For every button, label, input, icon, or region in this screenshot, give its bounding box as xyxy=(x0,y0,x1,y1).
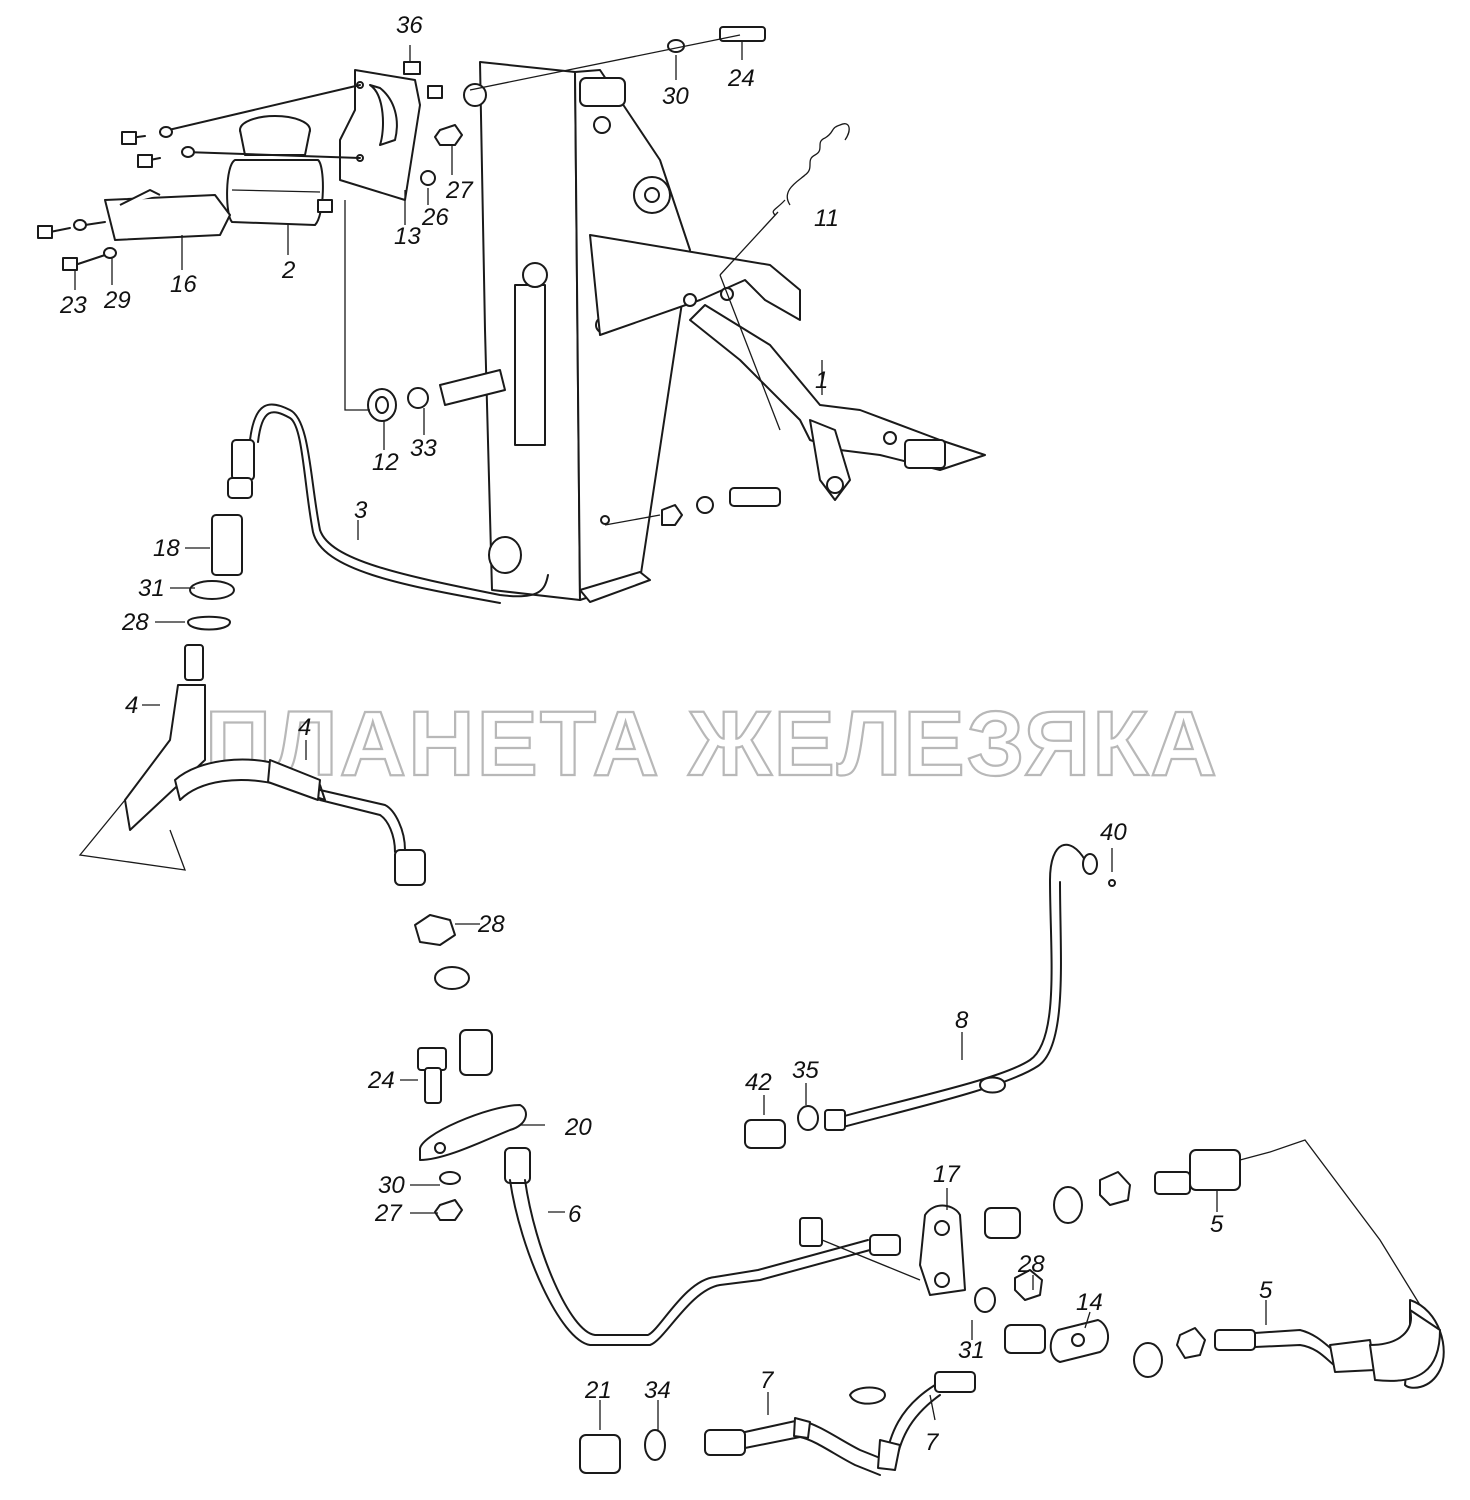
label-24-top: 24 xyxy=(727,65,755,92)
label-23: 23 xyxy=(59,292,87,319)
label-18: 18 xyxy=(153,535,180,562)
label-34: 34 xyxy=(644,1377,671,1404)
label-6: 6 xyxy=(568,1201,582,1228)
label-35: 35 xyxy=(792,1057,819,1084)
label-3: 3 xyxy=(354,497,368,524)
label-11: 11 xyxy=(814,205,839,232)
watermark: ПЛАНЕТА ЖЕЛЕЗЯКА xyxy=(205,693,1219,795)
label-30-bot: 30 xyxy=(378,1172,405,1199)
label-2: 2 xyxy=(281,257,295,284)
label-30-top: 30 xyxy=(662,83,689,110)
label-16: 16 xyxy=(170,271,197,298)
label-28-bot: 28 xyxy=(1017,1251,1045,1278)
label-28-mid: 28 xyxy=(477,911,505,938)
label-7-left: 7 xyxy=(760,1367,775,1394)
bottom-fittings xyxy=(579,1371,976,1476)
label-28-top: 28 xyxy=(121,609,149,636)
label-4-left: 4 xyxy=(125,692,138,719)
fluid-reservoir xyxy=(226,115,333,226)
fasteners-top xyxy=(403,26,766,186)
middle-fastener-stack xyxy=(414,914,527,1221)
pedal-shaft-parts xyxy=(344,200,506,422)
label-27-bot: 27 xyxy=(374,1200,403,1227)
label-7-right: 7 xyxy=(925,1429,940,1456)
label-1: 1 xyxy=(815,367,828,394)
part-labels: 36 30 24 27 26 13 11 2 16 23 29 1 12 33 … xyxy=(59,12,1273,1456)
mounting-plate xyxy=(339,69,421,201)
label-21: 21 xyxy=(584,1377,612,1404)
clutch-pedal xyxy=(589,234,986,501)
pipe-bracket xyxy=(919,1204,966,1296)
bolt-set-upper-left xyxy=(37,84,361,271)
label-5-upper: 5 xyxy=(1210,1211,1224,1238)
reservoir-bracket xyxy=(104,189,231,241)
fittings-upper xyxy=(78,514,243,871)
label-31-bot: 31 xyxy=(958,1337,985,1364)
label-17: 17 xyxy=(933,1161,961,1188)
label-4-mid: 4 xyxy=(298,714,311,741)
pipe-8 xyxy=(744,843,1116,1149)
label-40: 40 xyxy=(1100,819,1127,846)
label-14: 14 xyxy=(1076,1289,1103,1316)
label-42: 42 xyxy=(745,1069,772,1096)
label-36: 36 xyxy=(396,12,423,39)
return-spring xyxy=(719,123,850,431)
label-12: 12 xyxy=(372,449,399,476)
label-20: 20 xyxy=(564,1114,592,1141)
right-fittings xyxy=(974,1139,1445,1389)
pedal-bracket xyxy=(463,61,691,603)
label-33: 33 xyxy=(410,435,437,462)
label-31-top: 31 xyxy=(138,575,165,602)
bracket-bolt-lower xyxy=(604,487,781,526)
label-24-bot: 24 xyxy=(367,1067,395,1094)
label-29: 29 xyxy=(103,287,131,314)
leader-lines xyxy=(74,42,1267,1430)
pipe-6 xyxy=(504,1147,921,1346)
pipe-3 xyxy=(227,403,549,604)
label-5-lower: 5 xyxy=(1259,1277,1273,1304)
hose-4 xyxy=(174,758,426,886)
label-27-top: 27 xyxy=(445,177,474,204)
label-26: 26 xyxy=(421,204,449,231)
label-8: 8 xyxy=(955,1007,969,1034)
label-13: 13 xyxy=(394,223,421,250)
